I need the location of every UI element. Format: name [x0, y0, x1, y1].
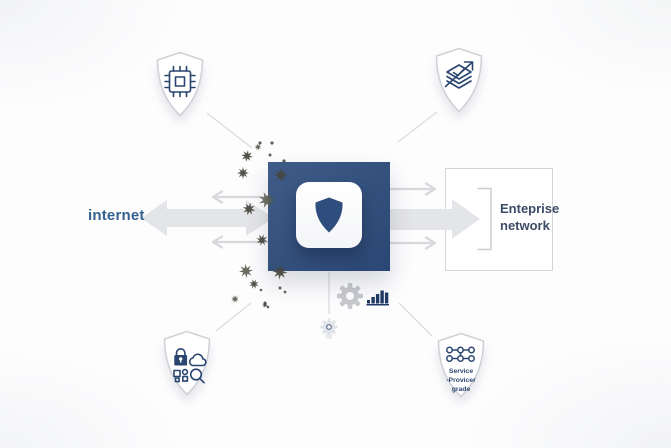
outbound-thin-arrow-top — [211, 190, 274, 204]
malware-star-icon — [262, 302, 268, 308]
bar-chart-icon — [366, 290, 389, 306]
particle-dot — [259, 288, 263, 292]
magnifier-icon — [189, 368, 203, 381]
firewall-appliance — [268, 162, 390, 271]
performance-shield — [431, 46, 487, 114]
internet-label: internet — [88, 207, 145, 224]
internet-bidirectional-arrow — [141, 200, 274, 236]
enterprise-label-line2: network — [500, 217, 550, 233]
enterprise-network-label: Enteprise network — [500, 201, 559, 235]
performance-layers-arrow-icon — [435, 47, 483, 113]
malware-star-icon — [241, 150, 253, 162]
connector-line — [397, 111, 438, 143]
malware-star-icon — [254, 143, 262, 151]
malware-star-icon — [231, 295, 239, 303]
inbound-thin-arrow-bottom — [388, 236, 437, 250]
particle-dot — [278, 286, 282, 290]
enterprise-label-line1: Enteprise — [500, 201, 560, 216]
particle-dot — [263, 301, 267, 305]
particle-dot — [258, 141, 262, 145]
malware-star-icon — [256, 234, 268, 246]
particle-dot — [270, 141, 274, 145]
service-provider-caption: Service -Provicer grade — [433, 367, 489, 395]
particle-dot — [268, 153, 272, 157]
malware-star-icon — [242, 202, 256, 216]
inbound-thin-arrow-top — [388, 182, 437, 196]
malware-star-icon — [249, 279, 259, 289]
connector-line — [206, 112, 253, 149]
connector-line — [398, 302, 433, 337]
caption-line2: -Provicer — [446, 377, 476, 385]
connector-line — [215, 302, 252, 332]
lock-shackle — [175, 348, 186, 356]
malware-star-icon — [237, 167, 249, 179]
service-provider-shield: Service -Provicer grade — [433, 331, 489, 399]
cpu-chip-shield — [152, 50, 208, 118]
particle-dot — [283, 290, 287, 294]
firewall-tile — [296, 182, 362, 248]
shield-icon — [315, 197, 343, 233]
workflow-icon — [173, 369, 181, 378]
caption-line3: grade — [451, 386, 471, 394]
caption-line1: Service — [448, 368, 474, 375]
security-tools-shield — [159, 329, 215, 397]
particle-dot — [266, 305, 270, 309]
network-nodes-icon — [437, 332, 485, 398]
gear-icon — [337, 283, 363, 309]
lock-cloud-search-icon — [163, 330, 211, 396]
malware-star-icon — [239, 264, 253, 278]
cpu-chip-icon — [156, 51, 204, 117]
badge-gear-icon — [320, 318, 338, 339]
outbound-thin-arrow-bottom — [211, 235, 274, 249]
cloud-icon — [188, 353, 207, 367]
